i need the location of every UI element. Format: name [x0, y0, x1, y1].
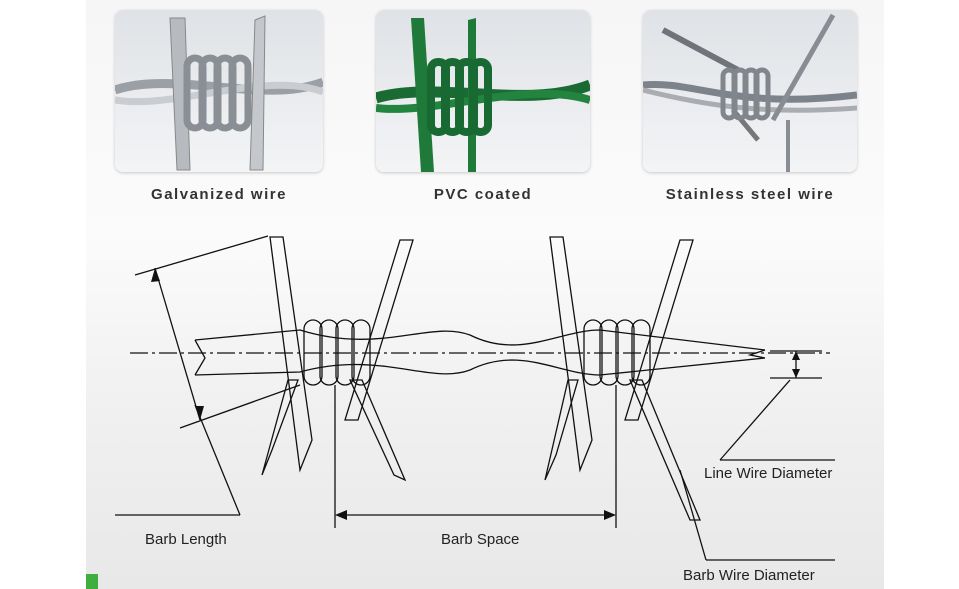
barb-coil	[599, 319, 619, 386]
barb	[344, 239, 414, 421]
barb-coil	[583, 319, 603, 386]
barb-space-label: Barb Space	[441, 531, 520, 548]
galvanized-wire-label: Galvanized wire	[151, 186, 287, 203]
green-corner-accent	[86, 574, 98, 589]
barb-length-label: Barb Length	[145, 531, 227, 548]
line-wire	[194, 329, 766, 351]
pvc-coated-label: PVC coated	[433, 186, 533, 203]
galvanized-wire-photo	[115, 10, 323, 172]
barb	[629, 379, 701, 521]
barb-coil	[631, 319, 651, 386]
barb	[549, 236, 593, 473]
pvc-coated-photo	[376, 10, 590, 172]
barb-coil	[351, 319, 371, 386]
barb-wire-diameter-label: Barb Wire Diameter	[683, 567, 815, 584]
barb-length-dimension	[154, 267, 201, 421]
barb-coil	[335, 319, 355, 386]
barb-coil	[319, 319, 339, 386]
line-wire	[194, 357, 766, 376]
stainless-steel-wire-photo	[643, 10, 857, 172]
barb	[261, 379, 299, 476]
barb	[624, 239, 694, 421]
barb-coil	[615, 319, 635, 386]
barb	[269, 236, 313, 473]
barb-coil	[303, 319, 323, 386]
line-wire-diameter-label: Line Wire Diameter	[704, 465, 833, 482]
barb	[544, 379, 579, 481]
barb	[348, 379, 407, 482]
stainless-steel-wire-label: Stainless steel wire	[665, 186, 835, 203]
